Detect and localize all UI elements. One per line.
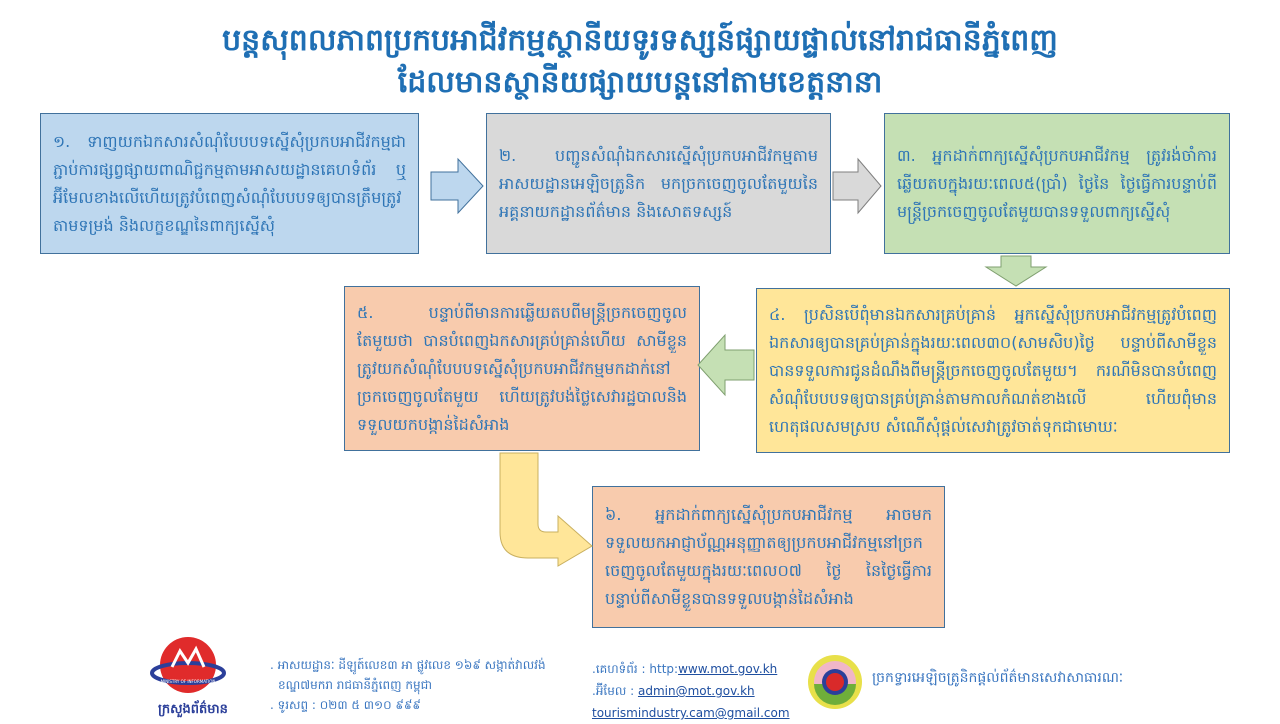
page-title-line1: បន្តសុពលភាពប្រកបអាជីវកម្មស្ថានីយទូរទស្សន… [222,23,1058,58]
address-line2: ខណ្ឌ៧មករា រាជធានីភ្នំពេញ កម្ពុជា [278,678,432,692]
arrow-right-icon-1-to-2 [430,157,484,215]
arrow-bent-icon-5-to-6 [499,452,593,567]
step-5-box: ៥. បន្ទាប់ពីមានការឆ្លើយតបពីមន្ត្រីច្រកចេ… [344,286,700,451]
ministry-logo: MINISTRY OF INFORMATION ក្រសួងព័ត៌មាន [148,633,238,717]
ministry-logo-text: ក្រសួងព័ត៌មាន [158,702,228,717]
ministry-logo-icon: MINISTRY OF INFORMATION [150,637,226,693]
email-link-tourism[interactable]: tourismindustry.cam@gmail.com [592,706,790,720]
email-label: .អ៊ីមែល : [592,684,638,698]
arrow-right-icon-2-to-3 [832,157,882,215]
address-block: . អាសយដ្ឋានៈ ដីឡូត៍លេខ៣ អា ផ្លូវលេខ ១៦៩ … [270,655,546,715]
eportal-logo-icon [808,655,862,709]
arrow-left-icon-4-to-5 [697,333,755,397]
step-5-text: ៥. បន្ទាប់ពីមានការឆ្លើយតបពីមន្ត្រីច្រកចេ… [357,302,687,434]
step-1-text: ១. ទាញយកឯកសារសំណុំបែបបទស្នើសុំប្រកបអាជីវ… [53,131,406,235]
step-2-text: ២. បញ្ជូនសំណុំឯកសារស្នើសុំប្រកបអាជីវកម្ម… [499,145,818,221]
step-3-box: ៣. អ្នកដាក់ពាក្យស្នើសុំប្រកបអាជីវកម្ម ត្… [884,113,1230,254]
step-1-box: ១. ទាញយកឯកសារសំណុំបែបបទស្នើសុំប្រកបអាជីវ… [40,113,419,254]
step-4-box: ៤. ប្រសិនបើពុំមានឯកសារគ្រប់គ្រាន់ អ្នកស្… [756,288,1230,453]
website-label: .គេហទំព័រ : http: [592,662,679,676]
ministry-logo-en: MINISTRY OF INFORMATION [161,679,216,684]
address-line1: . អាសយដ្ឋានៈ ដីឡូត៍លេខ៣ អា ផ្លូវលេខ ១៦៩ … [270,658,546,672]
contact-block: .គេហទំព័រ : http:www.mot.gov.kh .អ៊ីមែល … [592,658,790,724]
eportal-text: ច្រកទ្វារអេឡិចត្រូនិកផ្តល់ព័ត៌មានសេវាសាធ… [872,670,1124,686]
page-title-line2: ដែលមានស្ថានីយផ្សាយបន្តនៅតាមខេត្តនានា [397,65,883,100]
phone-text: . ទូរសព្ទ : ០២៣ ៥ ៣១០ ៩៩៩ [270,698,421,712]
step-4-text: ៤. ប្រសិនបើពុំមានឯកសារគ្រប់គ្រាន់ អ្នកស្… [769,304,1217,436]
website-link[interactable]: www.mot.gov.kh [678,662,778,676]
step-2-box: ២. បញ្ជូនសំណុំឯកសារស្នើសុំប្រកបអាជីវកម្ម… [486,113,831,254]
arrow-down-icon-3-to-4 [984,255,1048,287]
step-6-box: ៦. អ្នកដាក់ពាក្យស្នើសុំប្រកបអាជីវកម្ម អា… [592,486,945,628]
step-6-text: ៦. អ្នកដាក់ពាក្យស្នើសុំប្រកបអាជីវកម្ម អា… [605,505,932,608]
step-3-text: ៣. អ្នកដាក់ពាក្យស្នើសុំប្រកបអាជីវកម្ម ត្… [897,145,1217,221]
email-link-admin[interactable]: admin@mot.gov.kh [637,684,755,698]
